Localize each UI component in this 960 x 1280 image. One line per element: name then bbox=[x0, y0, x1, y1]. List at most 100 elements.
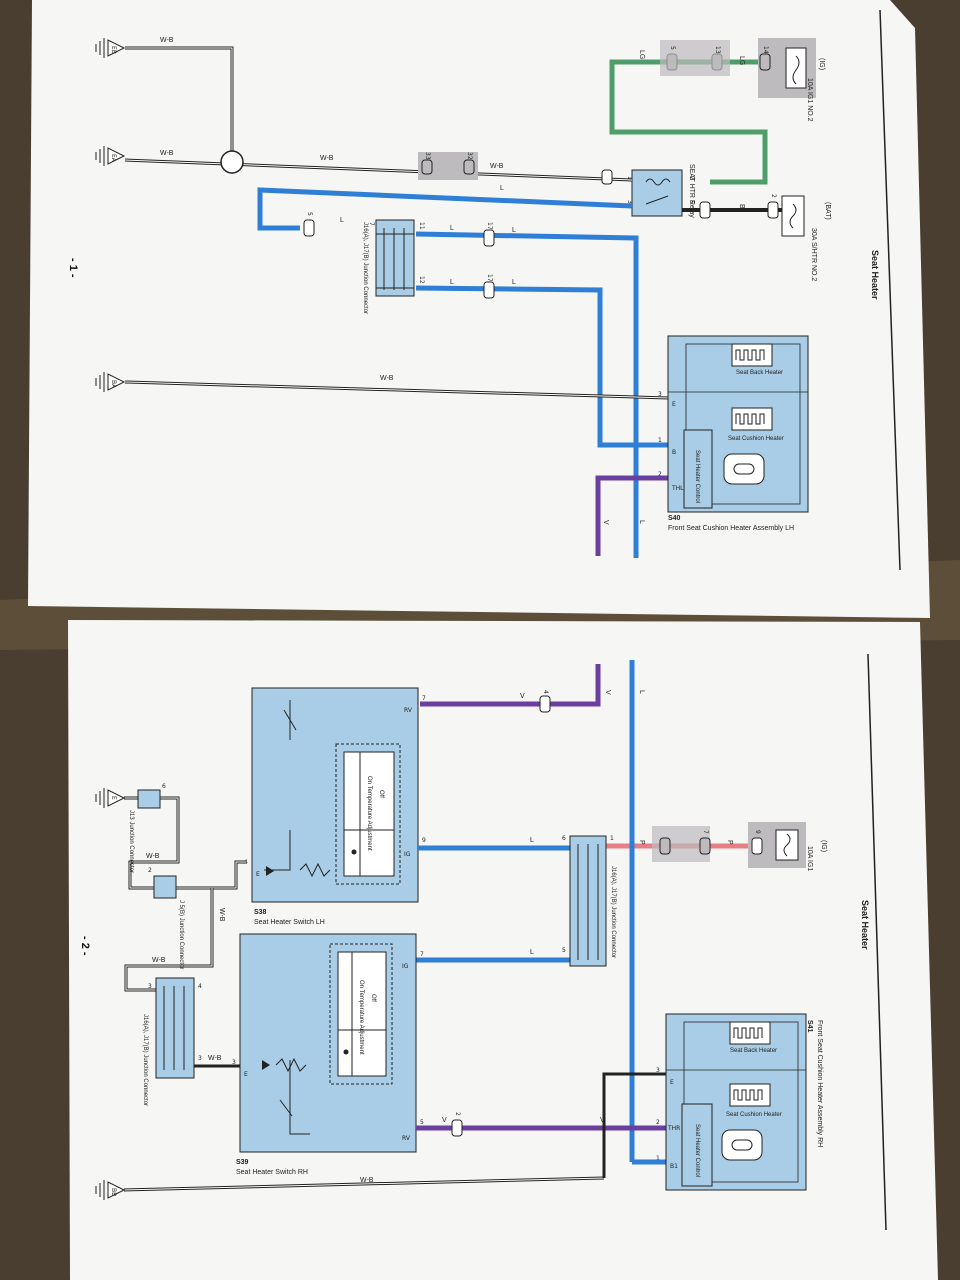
svg-text:Seat Back Heater: Seat Back Heater bbox=[736, 370, 783, 376]
svg-text:V: V bbox=[604, 690, 611, 695]
svg-text:4: 4 bbox=[542, 690, 549, 694]
svg-text:THR: THR bbox=[667, 1125, 680, 1132]
svg-text:3: 3 bbox=[656, 1067, 660, 1074]
svg-text:7: 7 bbox=[368, 222, 375, 226]
junction-j13 bbox=[137, 789, 161, 809]
fuse-bat-source: (BAT) bbox=[824, 202, 831, 220]
relay-label: SEAT HTR Relay bbox=[688, 164, 695, 218]
svg-text:33: 33 bbox=[424, 152, 431, 160]
page-1-number: - 1 - bbox=[67, 258, 79, 278]
svg-text:13: 13 bbox=[714, 46, 721, 54]
junction-connector-p2-low bbox=[155, 977, 195, 1079]
page-1: Seat Heater - 1 - (IG) 10A IG1 NO.2 (BAT… bbox=[28, 0, 930, 618]
svg-text:E: E bbox=[244, 1071, 248, 1078]
junction-j5 bbox=[153, 875, 177, 899]
svg-text:2: 2 bbox=[658, 471, 662, 478]
svg-text:7: 7 bbox=[702, 830, 709, 834]
svg-text:5: 5 bbox=[669, 46, 676, 50]
svg-text:1: 1 bbox=[626, 176, 633, 180]
svg-text:5: 5 bbox=[562, 947, 566, 954]
svg-text:W-B: W-B bbox=[152, 957, 166, 964]
svg-text:RV: RV bbox=[404, 707, 413, 714]
junction-connector-p1 bbox=[375, 219, 415, 297]
svg-text:L: L bbox=[450, 225, 454, 232]
svg-text:10A IG1: 10A IG1 bbox=[806, 846, 813, 871]
svg-text:E: E bbox=[110, 796, 117, 800]
wire-l-relay-to-junction bbox=[257, 187, 633, 231]
svg-text:Off: Off bbox=[378, 790, 384, 798]
svg-text:LG: LG bbox=[638, 50, 645, 59]
svg-text:B: B bbox=[672, 449, 676, 456]
svg-text:Seat Back Heater: Seat Back Heater bbox=[730, 1048, 777, 1054]
svg-text:1: 1 bbox=[658, 437, 662, 444]
svg-text:L: L bbox=[340, 217, 344, 224]
svg-text:7: 7 bbox=[422, 695, 426, 702]
svg-text:L: L bbox=[450, 279, 454, 286]
svg-text:E: E bbox=[256, 871, 260, 878]
svg-text:2: 2 bbox=[688, 176, 695, 180]
svg-text:3: 3 bbox=[626, 200, 633, 204]
svg-text:L: L bbox=[500, 185, 504, 192]
svg-text:W-B: W-B bbox=[160, 150, 174, 157]
svg-text:3: 3 bbox=[148, 983, 152, 990]
svg-text:J13 Junction Connector: J13 Junction Connector bbox=[128, 810, 134, 873]
svg-text:IG: IG bbox=[404, 851, 411, 858]
svg-text:17: 17 bbox=[486, 222, 493, 230]
seat-heater-switch-rh bbox=[239, 933, 417, 1153]
connector-gray-block bbox=[660, 40, 730, 76]
svg-text:W-B: W-B bbox=[160, 37, 174, 44]
svg-text:J16(A), J17(B) Junction Connec: J16(A), J17(B) Junction Connector bbox=[610, 866, 616, 958]
svg-text:2: 2 bbox=[656, 1119, 660, 1126]
svg-text:V: V bbox=[442, 1117, 447, 1124]
svg-text:L: L bbox=[530, 837, 534, 844]
svg-text:W-B: W-B bbox=[218, 908, 225, 922]
svg-text:B: B bbox=[738, 204, 745, 209]
svg-text:7: 7 bbox=[420, 951, 424, 958]
svg-text:B1: B1 bbox=[670, 1163, 678, 1170]
assembly-s40-name: Front Seat Cushion Heater Assembly LH bbox=[668, 525, 794, 532]
svg-text:5: 5 bbox=[688, 200, 695, 204]
svg-text:E: E bbox=[670, 1079, 674, 1086]
ground-bb: BB bbox=[95, 1180, 126, 1200]
switch-lh-name: Seat Heater Switch LH bbox=[254, 919, 325, 926]
ground-ea: EA bbox=[95, 146, 126, 166]
assembly-s41-name: Front Seat Cushion Heater Assembly RH bbox=[816, 1020, 823, 1147]
svg-text:L: L bbox=[512, 227, 516, 234]
page-1-header: Seat Heater bbox=[870, 250, 880, 300]
svg-text:IG: IG bbox=[402, 963, 409, 970]
svg-text:4: 4 bbox=[198, 983, 202, 990]
svg-text:11: 11 bbox=[418, 222, 425, 230]
svg-text:9: 9 bbox=[422, 837, 426, 844]
svg-text:On Temperature Adjustment: On Temperature Adjustment bbox=[358, 980, 364, 1055]
svg-text:RV: RV bbox=[402, 1135, 411, 1142]
svg-text:Seat Cushion Heater: Seat Cushion Heater bbox=[726, 1112, 782, 1118]
svg-text:EA: EA bbox=[110, 154, 117, 163]
svg-text:L: L bbox=[638, 690, 645, 694]
seat-heater-control-p1 bbox=[683, 429, 713, 509]
wire-l-junction-12 bbox=[415, 285, 670, 448]
svg-text:J 5(B) Junction Connector: J 5(B) Junction Connector bbox=[178, 900, 184, 969]
ground-e: E bbox=[95, 788, 126, 808]
svg-text:Seat Heater Control: Seat Heater Control bbox=[694, 1124, 700, 1177]
svg-text:L: L bbox=[512, 279, 516, 286]
page-2: Seat Heater - 2 - (IG) 10A IG1 P P 9 7 L… bbox=[68, 620, 938, 1280]
svg-text:J16(A), J17(B) Junction Connec: J16(A), J17(B) Junction Connector bbox=[142, 1014, 148, 1106]
svg-text:6: 6 bbox=[162, 783, 166, 790]
svg-text:6: 6 bbox=[562, 835, 566, 842]
svg-text:P: P bbox=[638, 840, 645, 845]
fuse-ig-no2-source: (IG) bbox=[818, 58, 825, 70]
svg-text:THL: THL bbox=[671, 485, 684, 492]
svg-text:W-B: W-B bbox=[360, 1177, 374, 1184]
svg-text:Seat Cushion Heater: Seat Cushion Heater bbox=[728, 436, 784, 442]
junction-p1-label: J16(A), J17(B) Junction Connector bbox=[362, 222, 368, 314]
svg-text:2: 2 bbox=[454, 1112, 461, 1116]
ground-eb: EB bbox=[95, 38, 126, 58]
svg-text:9: 9 bbox=[754, 830, 761, 834]
switch-rh-name: Seat Heater Switch RH bbox=[236, 1169, 308, 1176]
svg-text:BA: BA bbox=[110, 380, 117, 389]
svg-text:W-B: W-B bbox=[208, 1055, 222, 1062]
wire-v-top bbox=[420, 664, 601, 707]
svg-text:E: E bbox=[672, 401, 676, 408]
svg-text:5: 5 bbox=[420, 1119, 424, 1126]
